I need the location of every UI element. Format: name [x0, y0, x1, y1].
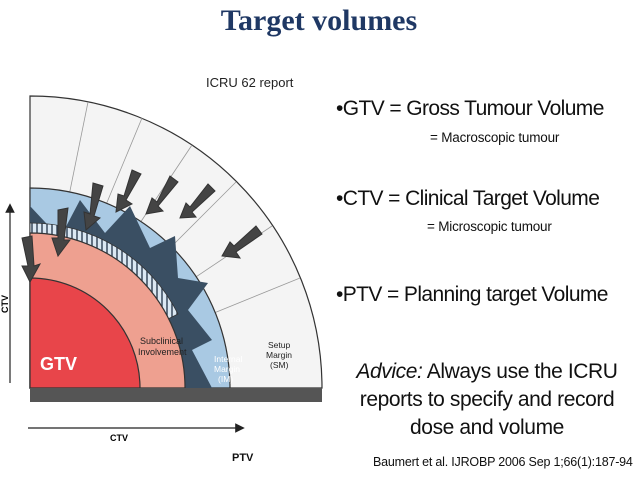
- left-axis-label: CTV: [0, 295, 10, 313]
- subclinical-label-1: Subclinical: [140, 336, 183, 346]
- bullet-ctv-detail: = Microscopic tumour: [427, 219, 552, 234]
- bullet-gtv-detail: = Macroscopic tumour: [430, 130, 560, 145]
- icru-report-label: ICRU 62 report: [206, 75, 294, 90]
- setup-margin-label-1: Setup: [268, 340, 290, 350]
- gtv-zone: [29, 277, 141, 389]
- internal-margin-label-3: (IM): [218, 374, 233, 384]
- target-volumes-diagram: CTV CTV GTV Subclinical Involvement Inte…: [0, 88, 345, 458]
- bottom-axis-label: CTV: [110, 433, 128, 443]
- setup-margin-label-2: Margin: [266, 350, 292, 360]
- advice-label: Advice:: [356, 360, 423, 383]
- bullet-gtv: •GTV = Gross Tumour Volume: [336, 97, 604, 120]
- target-volumes-svg: CTV CTV GTV Subclinical Involvement Inte…: [0, 95, 323, 443]
- setup-margin-label-3: (SM): [270, 360, 289, 370]
- slide-title: Target volumes: [220, 4, 418, 37]
- gtv-label: GTV: [40, 354, 77, 374]
- bullet-ptv: •PTV = Planning target Volume: [336, 283, 608, 306]
- ptv-caption: PTV: [232, 452, 254, 464]
- internal-margin-label-1: Internal: [214, 354, 242, 364]
- margin-arrows: [21, 169, 263, 284]
- internal-margin-label-2: Margin: [214, 364, 240, 374]
- advice-text: Advice: Always use the ICRU reports to s…: [356, 358, 618, 442]
- bullet-ctv: •CTV = Clinical Target Volume: [336, 187, 600, 210]
- advice-body: Always use the ICRU reports to specify a…: [359, 360, 618, 439]
- subclinical-label-2: Involvement: [138, 347, 187, 357]
- base-band: [30, 388, 322, 402]
- reference: Baumert et al. IJROBP 2006 Sep 1;66(1):1…: [373, 455, 633, 469]
